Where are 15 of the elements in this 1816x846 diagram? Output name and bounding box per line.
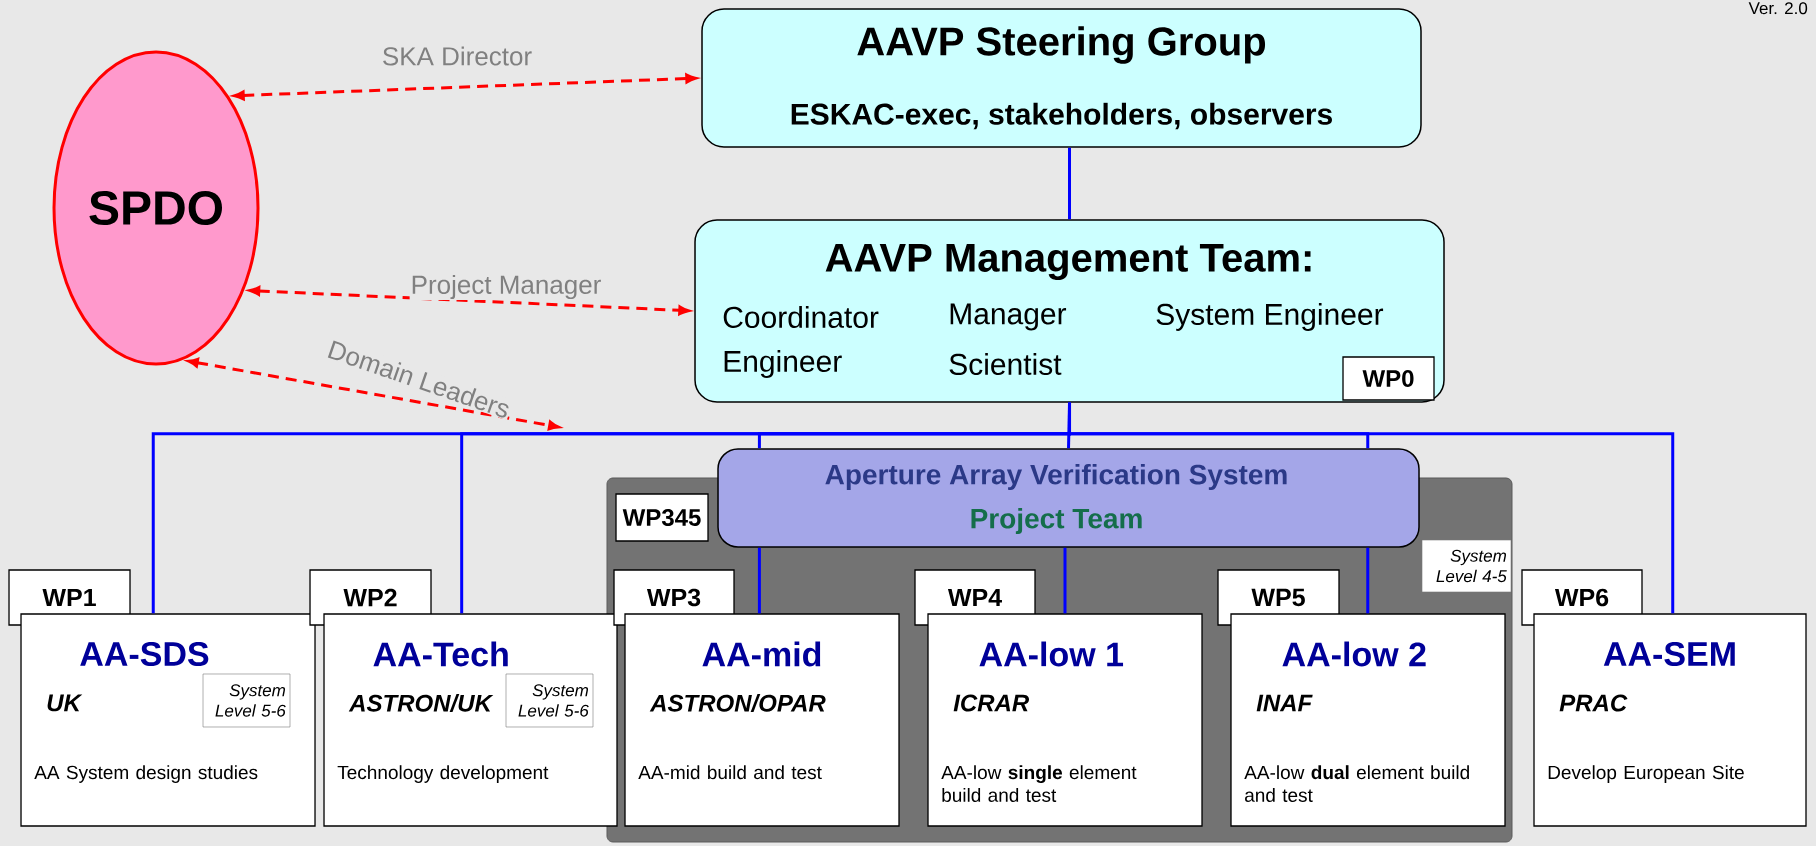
level-box: System Level 4-5 xyxy=(1421,539,1512,593)
team-box: Aperture Array Verification System Project Team xyxy=(717,448,1420,548)
connector-line xyxy=(1068,402,1370,449)
connector-line xyxy=(1063,547,1067,614)
connector-line xyxy=(1068,147,1071,220)
group-box: AAVP Steering Group ESKAC-exec, stakeholders, observers xyxy=(701,8,1422,148)
level-box: System Level 5-6 xyxy=(202,673,291,728)
tab-box: WP0 xyxy=(1342,356,1435,401)
level-box: System Level 5-6 xyxy=(505,673,594,728)
version-label: Ver. 2.0 xyxy=(1748,2,1808,15)
connector-line xyxy=(1366,547,1370,614)
connector-line xyxy=(757,547,761,614)
edge-label: SKA Director xyxy=(380,45,534,67)
ellipse-node: SPDO xyxy=(52,50,260,366)
tab-box: WP345 xyxy=(615,493,709,542)
